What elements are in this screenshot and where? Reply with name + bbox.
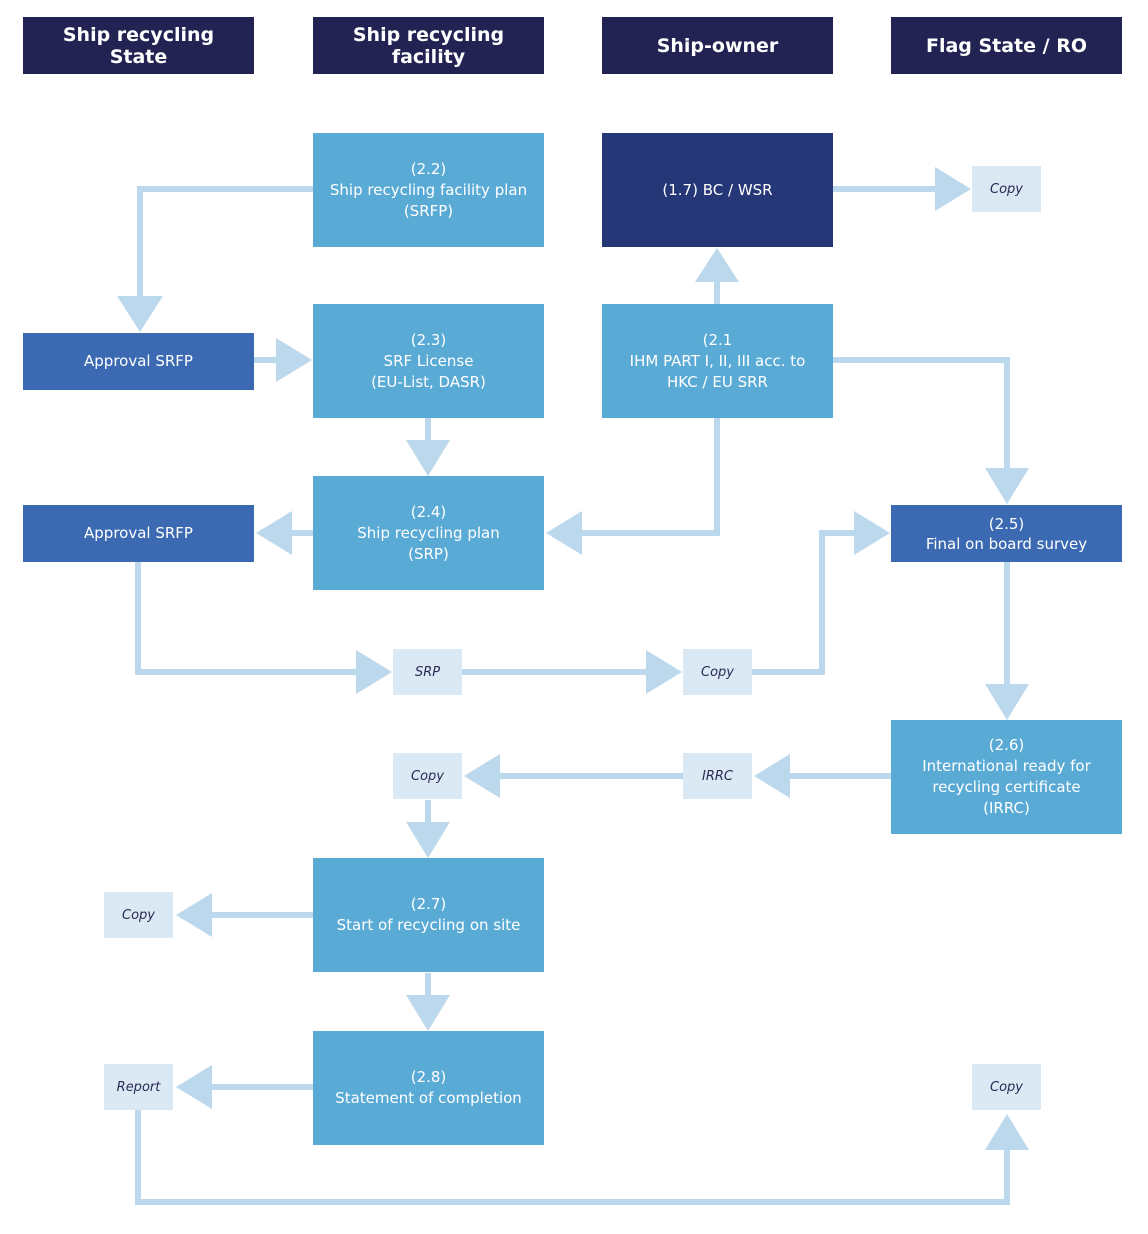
node-code: (2.5): [988, 514, 1025, 533]
node-ship-recycling-plan: (2.4) Ship recycling plan (SRP): [313, 476, 544, 590]
node-approval-srfp-1: Approval SRFP: [23, 333, 254, 390]
arrowhead-left: [256, 511, 292, 555]
node-code: (2.1: [702, 330, 733, 349]
tag-copy-final: Copy: [972, 1064, 1041, 1110]
arrowhead-down: [406, 440, 450, 476]
arrowhead-right: [356, 650, 392, 694]
node-text: (EU-List, DASR): [371, 372, 486, 391]
tag-srp: SRP: [393, 649, 462, 695]
arrowhead-left: [464, 754, 500, 798]
arrowhead-down: [985, 468, 1029, 504]
node-text: BC / WSR: [702, 180, 773, 199]
arrowhead-down: [406, 822, 450, 858]
arrowhead-right: [935, 167, 971, 211]
node-code: (2.2): [410, 159, 447, 178]
node-code: (1.7): [662, 180, 698, 199]
node-start-recycling: (2.7) Start of recycling on site: [313, 858, 544, 972]
node-srf-license: (2.3) SRF License (EU-List, DASR): [313, 304, 544, 418]
tag-report: Report: [104, 1064, 173, 1110]
node-text: (SRFP): [403, 201, 454, 220]
node-text: Ship recycling plan: [357, 523, 500, 542]
node-bc-wsr: (1.7) BC / WSR: [602, 133, 833, 247]
node-final-survey: (2.5) Final on board survey: [891, 505, 1122, 562]
arrowhead-left: [176, 1065, 212, 1109]
connector-copy-to-final: [752, 530, 854, 675]
arrowhead-left: [754, 754, 790, 798]
connector-srfp-to-approval: [137, 186, 314, 296]
tag-copy-start: Copy: [104, 892, 173, 938]
node-text: Ship recycling facility plan: [329, 180, 528, 199]
node-text: Statement of completion: [335, 1089, 522, 1107]
header-ship-owner: Ship-owner: [602, 17, 833, 74]
node-text: Final on board survey: [925, 534, 1088, 553]
node-text: SRF License: [383, 351, 474, 370]
header-ship-recycling-facility: Ship recycling facility: [313, 17, 544, 74]
node-code: (2.3): [410, 330, 447, 349]
node-code: (2.8): [410, 1068, 447, 1086]
connector-report-to-copy: [135, 1110, 1010, 1205]
node-code: (2.6): [988, 736, 1025, 754]
tag-copy-srp: Copy: [683, 649, 752, 695]
arrowhead-left: [546, 511, 582, 555]
tag-copy-bc: Copy: [972, 166, 1041, 212]
node-text: Start of recycling on site: [336, 916, 521, 934]
node-srfp: (2.2) Ship recycling facility plan (SRFP…: [313, 133, 544, 247]
tag-copy-irrc: Copy: [393, 753, 462, 799]
arrowhead-up: [985, 1114, 1029, 1150]
node-approval-srfp-2: Approval SRFP: [23, 505, 254, 562]
node-text: (SRP): [408, 544, 449, 563]
node-text: (IRRC): [983, 799, 1030, 817]
node-text: International ready for: [922, 757, 1091, 775]
header-ship-recycling-state: Ship recycling State: [23, 17, 254, 74]
header-flag-state-ro: Flag State / RO: [891, 17, 1122, 74]
node-ihm: (2.1 IHM PART I, II, III acc. to HKC / E…: [602, 304, 833, 418]
arrowhead-up: [695, 248, 739, 282]
node-statement-completion: (2.8) Statement of completion: [313, 1031, 544, 1145]
node-irrc: (2.6) International ready for recycling …: [891, 720, 1122, 834]
node-text: HKC / EU SRR: [667, 372, 768, 391]
arrowhead-right: [276, 338, 312, 382]
node-text: recycling certificate: [932, 778, 1081, 796]
node-code: (2.4): [410, 502, 447, 521]
arrowhead-right: [646, 650, 682, 694]
arrowhead-left: [176, 893, 212, 937]
connector-ihm-to-final: [832, 357, 1010, 468]
arrowhead-down: [117, 296, 163, 332]
connector-approval-to-srp-tag: [135, 562, 356, 675]
tag-irrc: IRRC: [683, 753, 752, 799]
connector-ihm-to-srp: [582, 418, 720, 536]
arrowhead-down: [985, 684, 1029, 720]
node-code: (2.7): [410, 895, 447, 913]
arrowhead-right: [854, 511, 890, 555]
arrowhead-down: [406, 995, 450, 1031]
node-text: IHM PART I, II, III acc. to: [629, 351, 806, 370]
